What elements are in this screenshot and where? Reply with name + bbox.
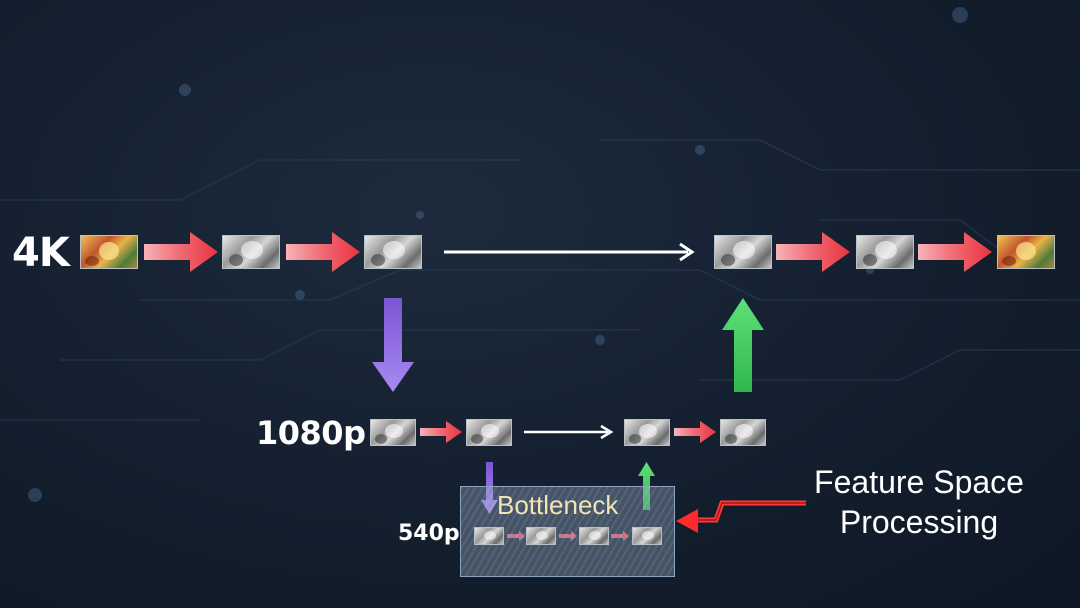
upsample-arrow-1080p-to-4k xyxy=(722,298,764,392)
top-forward-arrow-1 xyxy=(144,232,218,272)
image-tile-4k-feature-1 xyxy=(222,235,280,269)
image-tile-540p-4 xyxy=(632,527,662,545)
feature-space-processing-annotation: Feature Space Processing xyxy=(804,462,1034,542)
image-tile-1080p-2 xyxy=(466,419,512,446)
annotation-line-2: Processing xyxy=(839,504,999,540)
downsample-arrow-4k-to-1080p xyxy=(372,298,414,392)
top-skip-arrow xyxy=(444,242,695,262)
image-tile-1080p-4 xyxy=(720,419,766,446)
downsample-arrow-1080p-to-540p xyxy=(481,462,498,514)
top-forward-arrow-3 xyxy=(776,232,850,272)
image-tile-4k-input xyxy=(80,235,138,269)
bottleneck-forward-arrows xyxy=(507,531,629,541)
image-tile-540p-1 xyxy=(474,527,504,545)
image-tile-540p-3 xyxy=(579,527,609,545)
mid-skip-arrow xyxy=(524,424,614,440)
image-tile-1080p-3 xyxy=(624,419,670,446)
bottleneck-title: Bottleneck xyxy=(497,490,619,520)
image-tile-4k-feature-4 xyxy=(856,235,914,269)
mid-forward-arrow-2 xyxy=(674,421,716,443)
image-tile-4k-feature-2 xyxy=(364,235,422,269)
image-tile-4k-output xyxy=(997,235,1055,269)
top-forward-arrow-2 xyxy=(286,232,360,272)
mid-forward-arrow-1 xyxy=(420,421,462,443)
feature-space-pointer-arrow xyxy=(676,500,806,533)
level-label-1080p: 1080p xyxy=(256,414,366,452)
level-label-540p: 540p xyxy=(398,521,460,546)
top-forward-arrow-4 xyxy=(918,232,992,272)
image-tile-4k-feature-3 xyxy=(714,235,772,269)
image-tile-540p-2 xyxy=(526,527,556,545)
level-label-4k: 4K xyxy=(12,230,70,276)
image-tile-1080p-1 xyxy=(370,419,416,446)
annotation-line-1: Feature Space xyxy=(814,464,1024,500)
